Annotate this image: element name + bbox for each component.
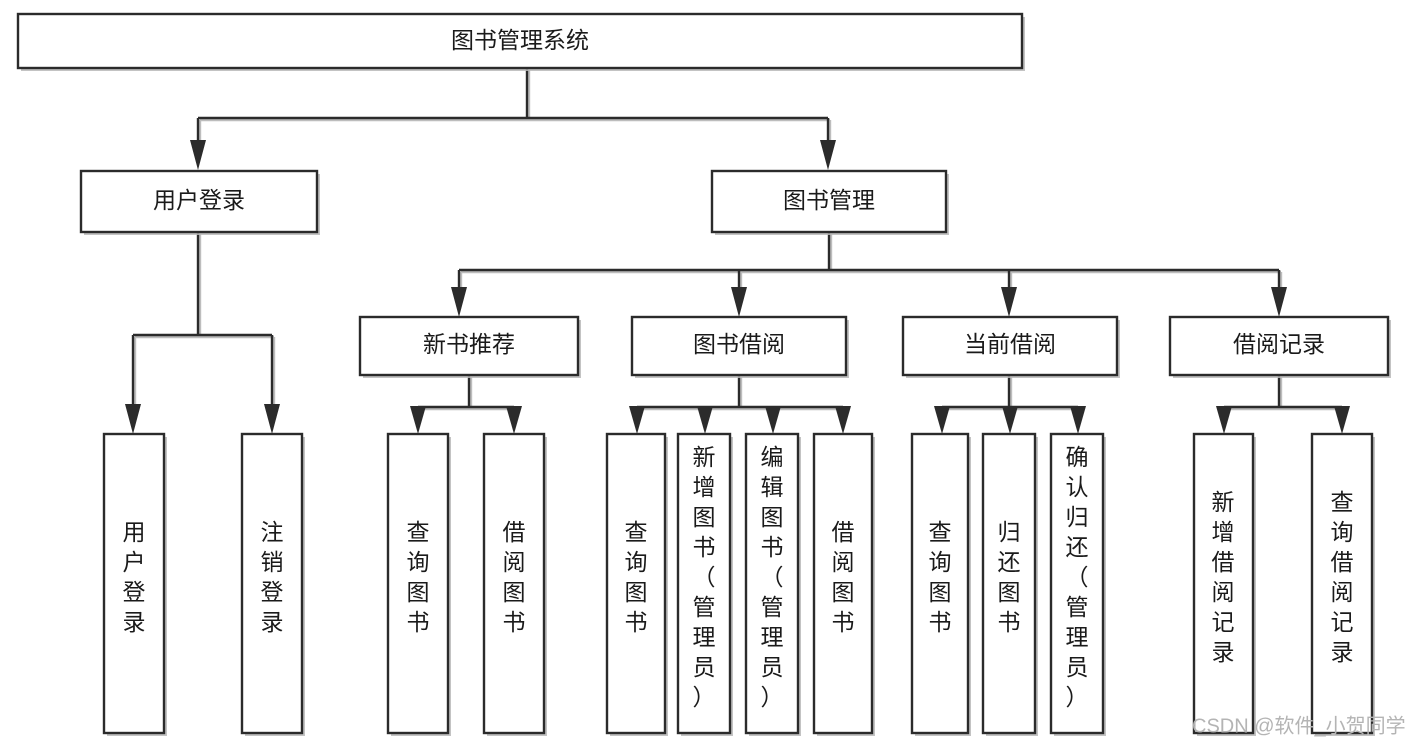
connector-bookmanage-to-level2 — [451, 232, 1287, 317]
leaf-user-login[interactable]: 用户登录 — [102, 432, 167, 736]
leaf-br-query-record-label: 查询借阅记录 — [1331, 489, 1354, 665]
leaf-cb-query-book[interactable]: 查询图书 — [910, 432, 971, 736]
leaf-bb-borrow-book-label: 借阅图书 — [832, 519, 855, 635]
leaf-cb-confirm-return[interactable]: 确认归还（管理员） — [1049, 432, 1106, 736]
node-root-label: 图书管理系统 — [451, 27, 589, 53]
arrow-head-current-borrow — [1001, 287, 1017, 317]
arrow-head-br-add — [1216, 406, 1232, 434]
leaf-logout-label: 注销登录 — [261, 519, 284, 635]
leaf-logout[interactable]: 注销登录 — [240, 432, 305, 736]
leaf-bb-borrow-book[interactable]: 借阅图书 — [812, 432, 875, 736]
leaf-bb-edit-book[interactable]: 编辑图书（管理员） — [744, 432, 801, 736]
node-book-borrow-label: 图书借阅 — [693, 331, 785, 357]
connector-currentborrow-to-leaves — [934, 375, 1086, 434]
arrow-head-nb-borrow — [506, 406, 522, 434]
leaf-cb-return-book-label: 归还图书 — [998, 519, 1021, 635]
node-user-login-label: 用户登录 — [153, 187, 245, 213]
leaf-nb-query-book[interactable]: 查询图书 — [386, 432, 451, 736]
leaf-br-add-record-label: 新增借阅记录 — [1212, 489, 1235, 665]
arrow-head-cb-confirm — [1070, 406, 1086, 434]
leaf-user-login-label: 用户登录 — [123, 519, 146, 635]
arrow-head-bb-edit — [765, 406, 781, 434]
node-new-book-recommend-label: 新书推荐 — [423, 331, 515, 357]
node-current-borrow-label: 当前借阅 — [964, 331, 1056, 357]
arrow-head-cb-return — [1002, 406, 1018, 434]
arrow-head-br-query — [1334, 406, 1350, 434]
arrow-head-user-login — [190, 140, 206, 170]
leaf-bb-query-book-label: 查询图书 — [625, 519, 648, 635]
connector-userlogin-to-leaves — [125, 232, 280, 434]
arrow-head-book-manage — [820, 140, 836, 170]
node-root-system[interactable]: 图书管理系统 — [16, 12, 1025, 71]
leaf-nb-borrow-book-label: 借阅图书 — [503, 519, 526, 635]
arrow-head-leaf-user-login — [125, 404, 141, 434]
arrow-head-nb-query — [410, 406, 426, 434]
leaf-cb-return-book[interactable]: 归还图书 — [981, 432, 1038, 736]
arrow-head-new-book — [451, 287, 467, 317]
leaf-bb-add-book[interactable]: 新增图书（管理员） — [676, 432, 733, 736]
leaf-nb-borrow-book[interactable]: 借阅图书 — [482, 432, 547, 736]
node-book-management-label: 图书管理 — [783, 187, 875, 213]
leaf-bb-add-book-label: 新增图书（管理员） — [693, 444, 716, 710]
connector-bookborrow-to-leaves — [629, 375, 851, 434]
leaf-nb-query-book-label: 查询图书 — [407, 519, 430, 635]
leaf-cb-confirm-return-label: 确认归还（管理员） — [1066, 444, 1089, 710]
leaf-bb-edit-book-label: 编辑图书（管理员） — [761, 444, 784, 710]
node-user-login[interactable]: 用户登录 — [79, 169, 320, 235]
arrow-head-borrow-record — [1271, 287, 1287, 317]
node-current-borrow[interactable]: 当前借阅 — [901, 315, 1120, 378]
leaf-bb-query-book[interactable]: 查询图书 — [605, 432, 668, 736]
connector-layer — [125, 68, 1350, 434]
node-borrow-record-label: 借阅记录 — [1233, 331, 1325, 357]
arrow-head-bb-query — [629, 406, 645, 434]
node-book-management[interactable]: 图书管理 — [710, 169, 949, 235]
arrow-head-leaf-logout — [264, 404, 280, 434]
node-borrow-record[interactable]: 借阅记录 — [1168, 315, 1391, 378]
csdn-watermark: CSDN @软件_小贺同学 — [1192, 714, 1405, 737]
connector-newbook-to-leaves — [410, 375, 522, 434]
arrow-head-book-borrow — [731, 287, 747, 317]
leaf-cb-query-book-label: 查询图书 — [929, 519, 952, 635]
leaf-br-add-record[interactable]: 新增借阅记录 — [1192, 432, 1256, 736]
arrow-head-bb-add — [697, 406, 713, 434]
leaf-br-query-record[interactable]: 查询借阅记录 — [1310, 432, 1375, 736]
arrow-head-cb-query — [934, 406, 950, 434]
connector-root-to-level1 — [190, 68, 836, 170]
connector-borrowrecord-to-leaves — [1216, 375, 1350, 434]
node-new-book-recommend[interactable]: 新书推荐 — [358, 315, 581, 378]
arrow-head-bb-borrow — [835, 406, 851, 434]
node-book-borrow[interactable]: 图书借阅 — [630, 315, 849, 378]
